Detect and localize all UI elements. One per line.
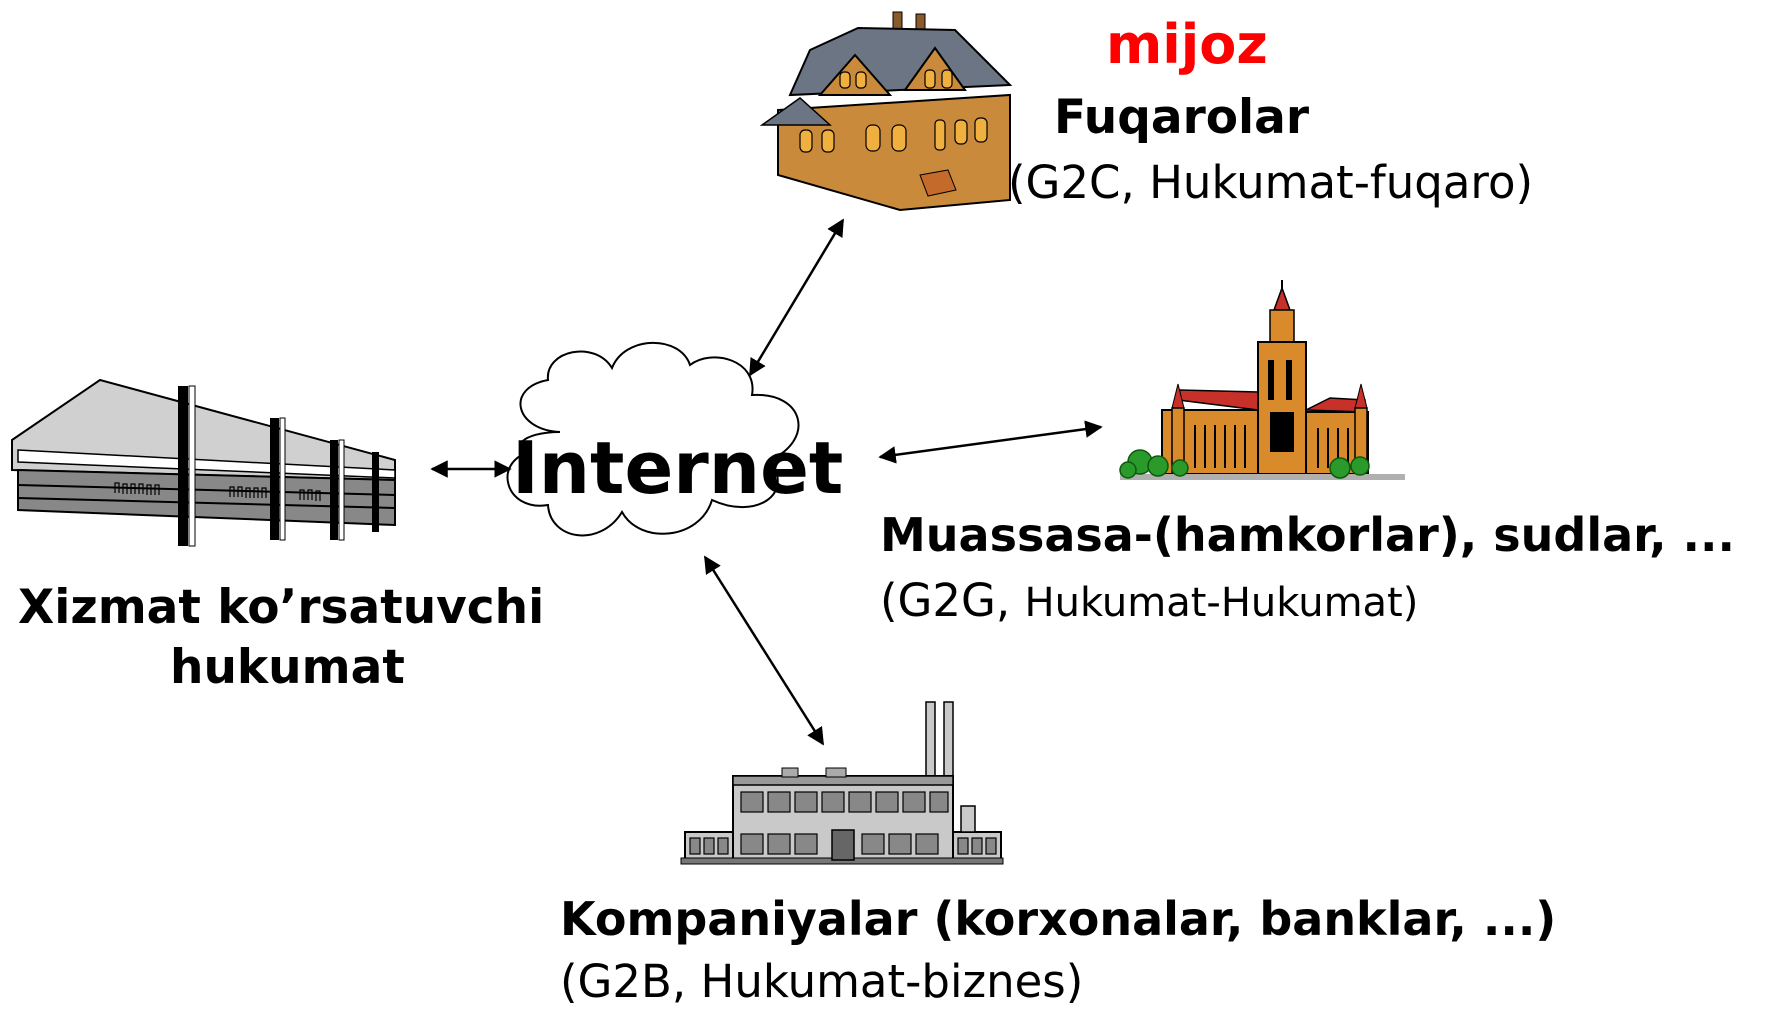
institutions-subtitle-code: (G2G, — [880, 574, 1011, 627]
institutions-subtitle: (G2G, Hukumat-Hukumat) — [880, 575, 1418, 629]
citizens-subtitle: (G2C, Hukumat-fuqaro) — [1008, 156, 1534, 209]
institution-church-icon — [1119, 280, 1405, 480]
provider-label-line1: Xizmat ko’rsatuvchi — [18, 580, 545, 635]
arrow-internet-institutions — [878, 420, 1103, 464]
client-tag: mijoz — [1106, 13, 1268, 76]
internet-label: Internet — [512, 426, 844, 510]
companies-title: Kompaniyalar (korxonalar, banklar, ...) — [560, 892, 1557, 946]
government-building-icon — [11, 378, 396, 547]
factory-icon — [680, 701, 1004, 865]
provider-label-line2: hukumat — [170, 640, 405, 695]
arrow-internet-citizens — [748, 218, 845, 377]
citizens-title: Fuqarolar — [1054, 90, 1310, 145]
institutions-title: Muassasa-(hamkorlar), sudlar, ... — [880, 508, 1735, 562]
internet-cloud-icon — [506, 341, 800, 537]
companies-subtitle: (G2B, Hukumat-biznes) — [560, 955, 1084, 1008]
arrow-internet-companies — [703, 555, 825, 746]
house-icon — [759, 11, 1013, 212]
institutions-subtitle-text: Hukumat-Hukumat) — [1024, 580, 1419, 626]
